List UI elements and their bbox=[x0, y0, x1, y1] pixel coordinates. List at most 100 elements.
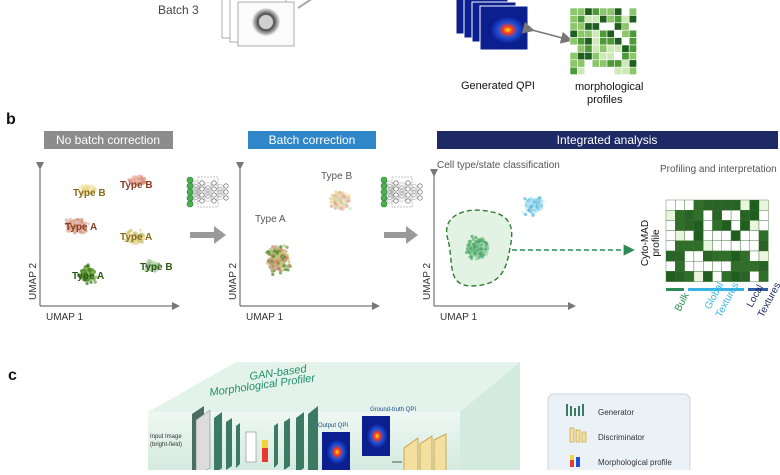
grid-cell bbox=[606, 59, 615, 68]
nn-node bbox=[380, 188, 388, 196]
nn-node bbox=[405, 180, 411, 186]
grid-cell bbox=[577, 22, 586, 31]
grid-cell bbox=[614, 66, 623, 75]
legend-generator: Generator bbox=[598, 408, 634, 417]
classification-title: Cell type/state classification bbox=[437, 160, 560, 171]
scatter-point bbox=[276, 261, 281, 265]
umap-x-label-2: UMAP 1 bbox=[246, 312, 283, 323]
heatmap-cell bbox=[665, 199, 676, 211]
nn-node bbox=[186, 194, 194, 202]
scatter-point bbox=[346, 199, 350, 203]
grid-cell bbox=[606, 7, 615, 16]
heatmap-cell bbox=[730, 271, 741, 282]
grid-cell bbox=[569, 22, 578, 31]
umap-y-label-2: UMAP 2 bbox=[228, 263, 239, 300]
grid-cell bbox=[599, 37, 608, 46]
scatter-point bbox=[92, 187, 96, 191]
grid-cell bbox=[591, 22, 600, 31]
grid-cell bbox=[591, 44, 600, 53]
panel-c: c GAN-based Morphological Profiler Input… bbox=[8, 362, 691, 475]
scatter-point bbox=[281, 257, 285, 261]
nn-node bbox=[380, 182, 388, 190]
heatmap-cell bbox=[703, 271, 713, 282]
nn-node bbox=[199, 180, 205, 186]
heatmap-cell bbox=[703, 250, 713, 262]
grid-cell bbox=[577, 59, 586, 68]
batch-arrow bbox=[297, 0, 312, 9]
grid-cell bbox=[569, 52, 578, 61]
scatter-point bbox=[150, 266, 154, 270]
heatmap-cell bbox=[740, 230, 750, 242]
generated-qpi-label: Generated QPI bbox=[461, 80, 535, 92]
grid-cell bbox=[628, 59, 637, 68]
scatter-point bbox=[275, 250, 279, 254]
grid-cell bbox=[599, 15, 608, 24]
heatmap-cell bbox=[721, 240, 732, 252]
heatmap-cell bbox=[740, 261, 750, 272]
heatmap-cell bbox=[693, 220, 704, 231]
scatter-point bbox=[144, 264, 148, 268]
grid-cell bbox=[569, 59, 578, 68]
generated-qpi-stack bbox=[455, 0, 529, 51]
nn-node bbox=[393, 192, 399, 198]
heatmap-cell bbox=[684, 209, 695, 221]
panel-b: b No batch correction Batch correction I… bbox=[6, 111, 780, 323]
umap-plot-batch: UMAP 1 UMAP 2 Type B Type A bbox=[228, 162, 380, 323]
scatter-point bbox=[283, 267, 287, 272]
scatter-point bbox=[285, 265, 289, 269]
heatmap-cell bbox=[730, 250, 741, 262]
scatter-point bbox=[287, 260, 291, 264]
scatter-point bbox=[480, 255, 484, 259]
scatter-point bbox=[141, 234, 146, 238]
nn-node bbox=[199, 192, 205, 198]
grid-cell bbox=[591, 52, 600, 61]
heatmap-cell bbox=[703, 261, 713, 272]
grid-cell bbox=[614, 37, 623, 46]
grid-cell bbox=[621, 29, 630, 38]
grid-cell bbox=[591, 15, 600, 24]
heatmap-cell bbox=[675, 250, 685, 262]
heatmap-cell bbox=[758, 199, 769, 211]
arrow-2 bbox=[384, 226, 418, 244]
scatter-point bbox=[527, 208, 531, 213]
scatter-point bbox=[532, 212, 536, 217]
grid-cell bbox=[599, 22, 608, 31]
heatmap-cell bbox=[703, 230, 713, 242]
scatter-point bbox=[144, 268, 148, 273]
grid-cell bbox=[606, 44, 615, 53]
scatter-point bbox=[277, 256, 281, 260]
grid-cell bbox=[606, 37, 615, 46]
scatter-point bbox=[532, 206, 536, 210]
heatmap-cell bbox=[721, 261, 732, 272]
scatter-point bbox=[340, 202, 344, 206]
scatter-point bbox=[532, 210, 536, 214]
group-bulk: Bulk bbox=[673, 290, 692, 313]
scatter-point bbox=[278, 271, 283, 275]
grid-cell bbox=[621, 7, 630, 16]
scatter-point bbox=[132, 236, 136, 240]
scatter-point bbox=[64, 218, 68, 222]
heatmap-cell bbox=[740, 240, 750, 252]
grid-cell bbox=[614, 7, 623, 16]
heatmap-cell bbox=[675, 209, 685, 221]
bulk-bar bbox=[666, 288, 684, 291]
nn-node bbox=[380, 176, 388, 184]
grid-cell bbox=[614, 22, 623, 31]
umap-y-label-3: UMAP 2 bbox=[422, 263, 433, 300]
heatmap-cell bbox=[721, 199, 732, 211]
discriminator-layers bbox=[403, 433, 447, 475]
heatmap-cell bbox=[712, 261, 723, 272]
scatter-point bbox=[67, 226, 71, 230]
heatmap-cell bbox=[684, 250, 695, 262]
scatter-point bbox=[279, 248, 283, 252]
heatmap-label-1: Cyto-MAD bbox=[640, 220, 651, 266]
output-qpi-label: Output QPI bbox=[318, 423, 348, 429]
heatmap-cell bbox=[712, 220, 723, 231]
scatter-point bbox=[66, 229, 70, 233]
scatter-point bbox=[69, 228, 73, 232]
legend-discriminator: Discriminator bbox=[598, 433, 645, 442]
scatter-point bbox=[527, 200, 531, 204]
grid-cell bbox=[628, 7, 637, 16]
scatter-point bbox=[155, 267, 160, 271]
heatmap-cell bbox=[758, 271, 769, 282]
